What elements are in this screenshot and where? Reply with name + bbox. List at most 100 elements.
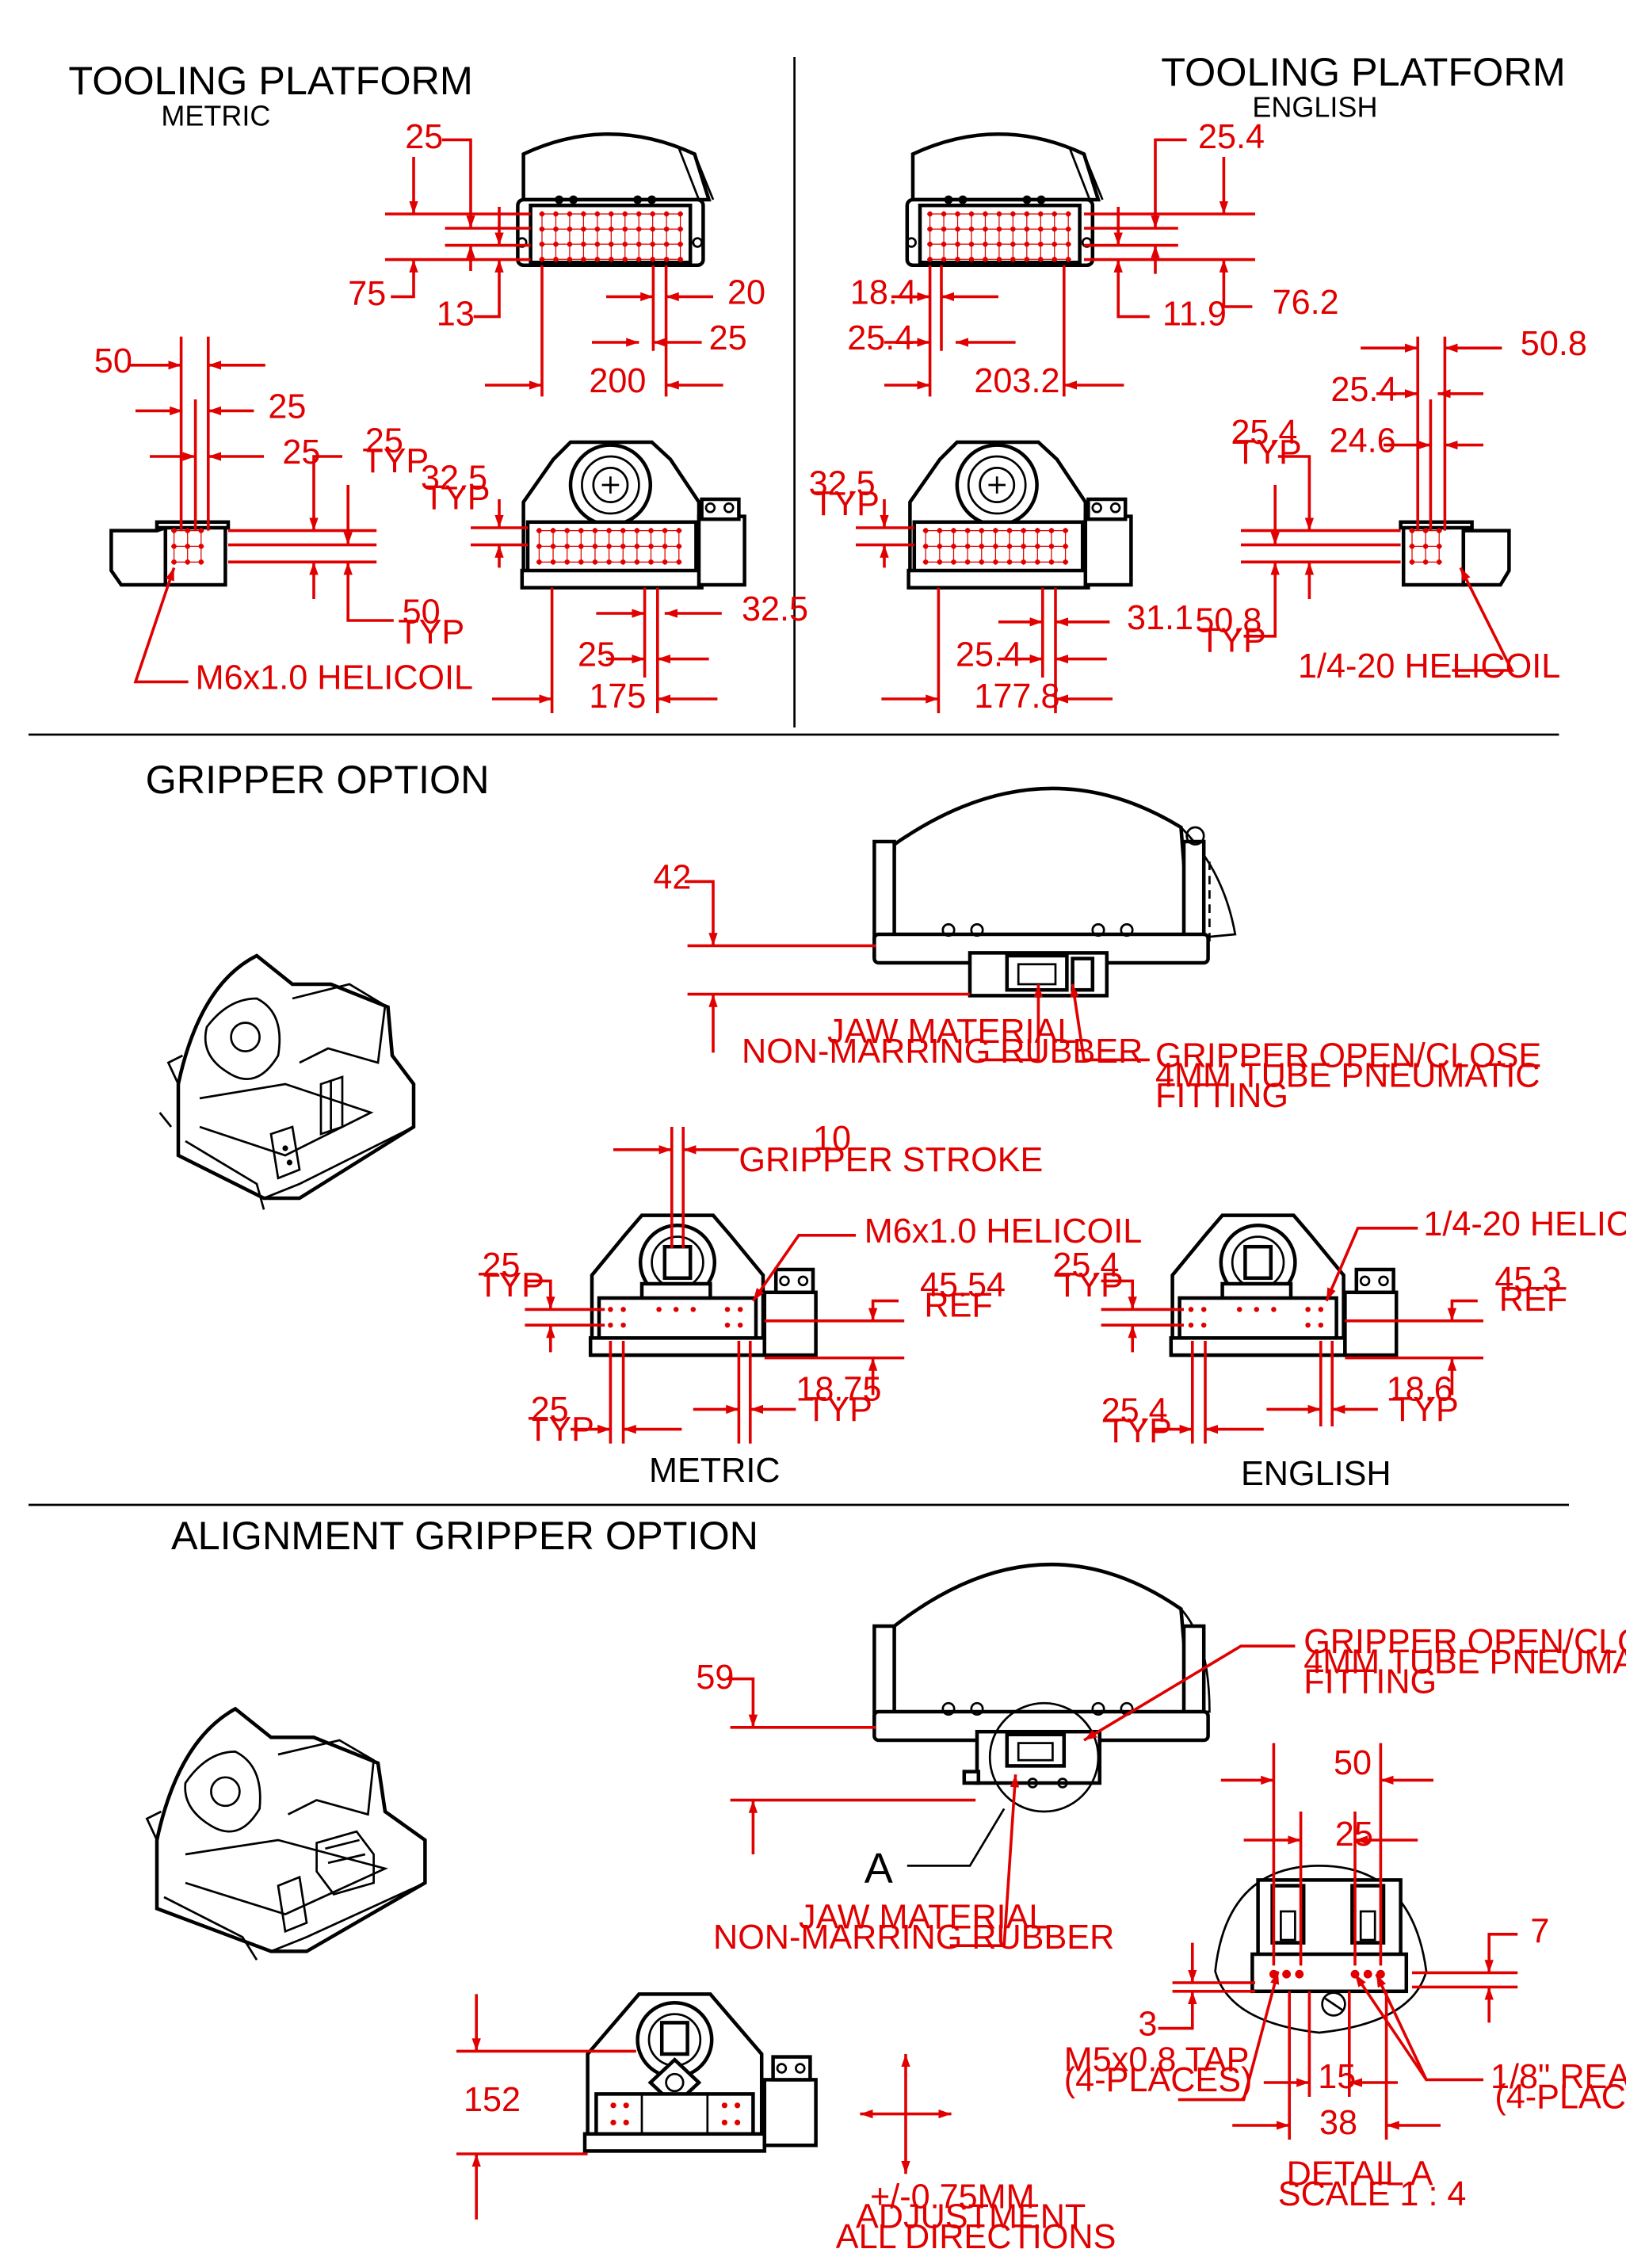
hole-marker [581, 241, 586, 247]
dim-25-4-typ: 25.4 [1052, 1247, 1119, 1285]
hole-marker [1038, 257, 1044, 262]
hole-marker [1409, 544, 1415, 549]
hole-marker [1052, 211, 1057, 217]
fitting-label: FITTING [1303, 1663, 1437, 1701]
hole-marker [676, 559, 682, 565]
hole-marker [620, 1322, 626, 1328]
typ-label: TYP [806, 1391, 872, 1429]
tp-metric-side-view [109, 520, 231, 587]
dim-203-2: 203.2 [974, 362, 1059, 400]
typ-label: TYP [362, 442, 429, 480]
hole-marker [1024, 241, 1030, 247]
hole-marker [171, 559, 177, 565]
dim-20: 20 [727, 273, 765, 311]
gripper-top-dimensions: 42 JAW MATERIAL NON-MARRING RUBBER GRIPP… [653, 858, 1541, 1114]
hole-marker [968, 226, 975, 232]
gripper-english-hole-grid [1188, 1307, 1324, 1328]
hole-marker [1200, 1307, 1207, 1312]
dim-25-4-b: 25.4 [847, 319, 914, 357]
hole-marker [1409, 559, 1415, 565]
hole-marker [1422, 544, 1429, 549]
hole-marker [735, 2119, 741, 2125]
dim-25-b: 25 [709, 319, 747, 357]
dim-18-4: 18.4 [850, 273, 917, 311]
dim-18-6: 18.6 [1387, 1371, 1453, 1409]
hole-marker [1063, 528, 1068, 533]
dim-25-4-typ: 25.4 [1231, 414, 1297, 452]
hole-marker [673, 1307, 679, 1312]
dim-175: 175 [589, 678, 646, 716]
hole-marker [735, 2102, 741, 2109]
hole-marker [567, 257, 573, 262]
tooling-platform-metric-title: TOOLING PLATFORM [68, 58, 473, 103]
dim-25-c: 25 [268, 388, 306, 426]
hole-marker [922, 528, 929, 533]
hole-marker [581, 226, 586, 232]
hole-marker [1010, 241, 1016, 247]
tp-metric-hole-grid-top [539, 211, 684, 262]
hole-marker [737, 1322, 743, 1328]
hole-marker [609, 257, 614, 262]
hole-marker [620, 1307, 626, 1312]
dim-50-typ: 50 [403, 594, 441, 632]
hole-marker [1021, 528, 1026, 533]
hole-marker [737, 1307, 743, 1312]
hole-marker [1200, 1322, 1207, 1328]
hole-marker [983, 226, 988, 232]
hole-marker [1052, 226, 1057, 232]
hole-marker [983, 241, 988, 247]
gripper-metric-hole-grid [608, 1307, 743, 1328]
tp-metric-hole-grid-side [171, 528, 204, 565]
hole-marker [564, 528, 570, 533]
hole-marker [1035, 544, 1040, 549]
metric-subtitle: METRIC [161, 99, 270, 132]
hole-marker [1318, 1307, 1324, 1312]
english-label: ENGLISH [1241, 1455, 1391, 1493]
hole-marker [623, 2102, 629, 2109]
hole-marker [964, 528, 971, 533]
hole-marker [610, 2102, 616, 2109]
alignment-front-dimensions: 152 +/-0.75MM ADJUSTMENT ALL DIRECTIONS [456, 1994, 1116, 2256]
hole-marker [594, 241, 601, 247]
hole-marker [620, 528, 626, 533]
alignment-top-dimensions: 59 GRIPPER OPEN/CLOSE 4MM TUBE PNEUMATIC… [696, 1623, 1626, 1957]
hole-marker [724, 1322, 731, 1328]
detail-a-caption: DETAIL A [1287, 2155, 1433, 2194]
ref-label: REF [1499, 1281, 1567, 1319]
hole-marker [636, 211, 642, 217]
hole-marker [983, 257, 988, 262]
dim-13: 13 [437, 295, 475, 333]
gripper-option-title: GRIPPER OPTION [146, 757, 490, 802]
hole-marker [996, 226, 1002, 232]
hole-marker [678, 257, 683, 262]
hole-marker [662, 544, 668, 549]
hole-marker [578, 559, 584, 565]
detail-a-view [1214, 1865, 1428, 2034]
hole-marker [581, 211, 586, 217]
hole-marker [663, 211, 670, 217]
hole-marker [937, 544, 943, 549]
hole-marker [656, 1307, 662, 1312]
hole-marker [1282, 1969, 1291, 1979]
hole-marker [594, 211, 601, 217]
fitting-label: 4MM TUBE PNEUMATIC [1155, 1057, 1540, 1095]
hole-marker [1065, 211, 1071, 217]
alignment-front-holes [610, 2102, 741, 2125]
ref-label: REF [924, 1286, 992, 1324]
hole-marker [964, 544, 971, 549]
tap-callout: (4-PLACES) [1064, 2061, 1253, 2099]
hole-marker [927, 226, 933, 232]
helicoil-callout: 1/4-20 HELICOIL [1298, 647, 1560, 685]
hole-marker [539, 257, 545, 262]
hole-marker [567, 241, 573, 247]
hole-marker [185, 528, 190, 533]
dim-50-8: 50.8 [1521, 325, 1587, 363]
dim-45-3: 45.3 [1494, 1261, 1561, 1299]
hole-marker [941, 241, 947, 247]
hole-marker [567, 211, 573, 217]
hole-marker [724, 1307, 731, 1312]
hole-marker [941, 226, 947, 232]
hole-marker [564, 559, 570, 565]
hole-marker [622, 211, 628, 217]
dim-25-4-c: 25.4 [1330, 371, 1397, 409]
